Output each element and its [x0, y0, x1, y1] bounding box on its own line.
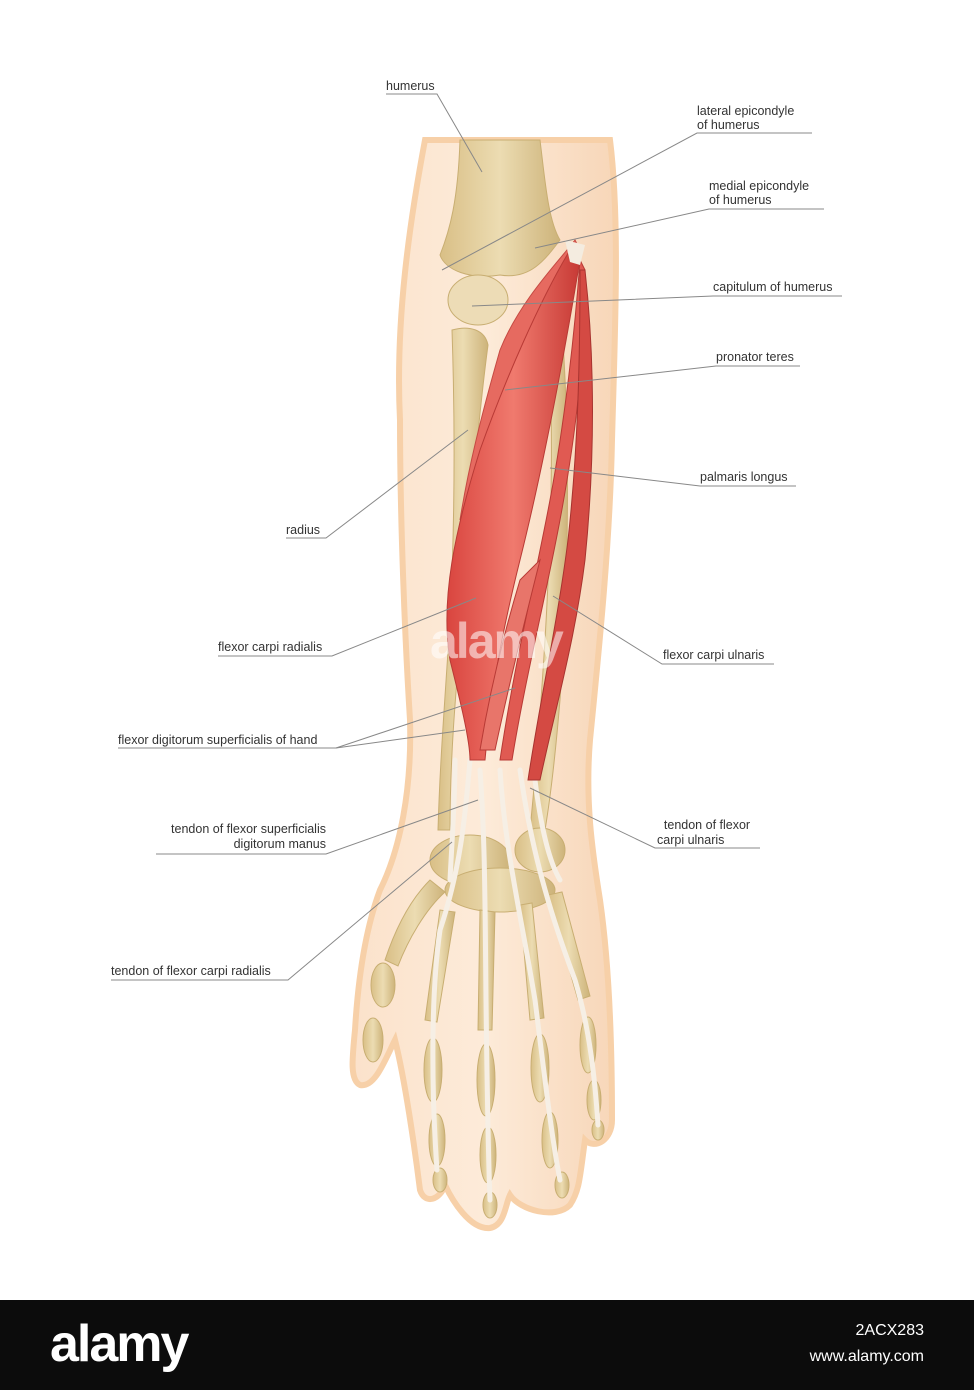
- muscles: [446, 239, 593, 781]
- tendons: [430, 757, 601, 1203]
- label-lateral-epicondyle-line1: lateral epicondyle: [697, 104, 795, 118]
- humerus-bone: [439, 139, 561, 277]
- forearm-drawing: [111, 93, 842, 1231]
- label-tendon-fcu-line1: tendon of flexor: [663, 818, 751, 832]
- image-id: 2ACX283: [855, 1322, 925, 1339]
- footer-logo: alamy: [50, 1315, 189, 1373]
- flexor-carpi-ulnaris-muscle: [527, 269, 593, 781]
- label-tendon-fsdm-line2: digitorum manus: [233, 837, 326, 851]
- muscle-origin-tendon: [565, 240, 585, 265]
- label-lateral-epicondyle-line2: of humerus: [697, 118, 760, 132]
- label-pronator-teres: pronator teres: [716, 350, 794, 364]
- label-tendon-fsdm-line1: tendon of flexor superficialis: [171, 822, 326, 836]
- label-medial-epicondyle-line1: medial epicondyle: [709, 179, 810, 193]
- label-capitulum: capitulum of humerus: [713, 280, 833, 294]
- flexor-digitorum-muscle: [479, 558, 541, 751]
- label-humerus: humerus: [386, 79, 435, 93]
- watermark: alamy: [430, 613, 564, 669]
- site-url: www.alamy.com: [809, 1348, 924, 1365]
- leader-lines: [111, 93, 842, 981]
- label-radius: radius: [286, 523, 321, 537]
- label-flexor-digitorum-superficialis: flexor digitorum superficialis of hand: [118, 733, 318, 747]
- label-palmaris-longus: palmaris longus: [700, 470, 788, 484]
- capitulum-bone: [447, 274, 509, 326]
- label-tendon-fcu-line2: carpi ulnaris: [657, 833, 725, 847]
- palmaris-longus-muscle: [499, 258, 586, 761]
- label-tendon-fcr: tendon of flexor carpi radialis: [111, 964, 271, 978]
- label-medial-epicondyle-line2: of humerus: [709, 193, 772, 207]
- flexor-carpi-radialis-muscle: [446, 249, 581, 761]
- label-flexor-carpi-ulnaris: flexor carpi ulnaris: [663, 648, 765, 662]
- anatomy-illustration: alamy humerus lateral epicondyle of hume…: [111, 79, 842, 1231]
- label-flexor-carpi-radialis: flexor carpi radialis: [218, 640, 323, 654]
- footer-bar: alamy 2ACX283 www.alamy.com: [0, 1300, 974, 1390]
